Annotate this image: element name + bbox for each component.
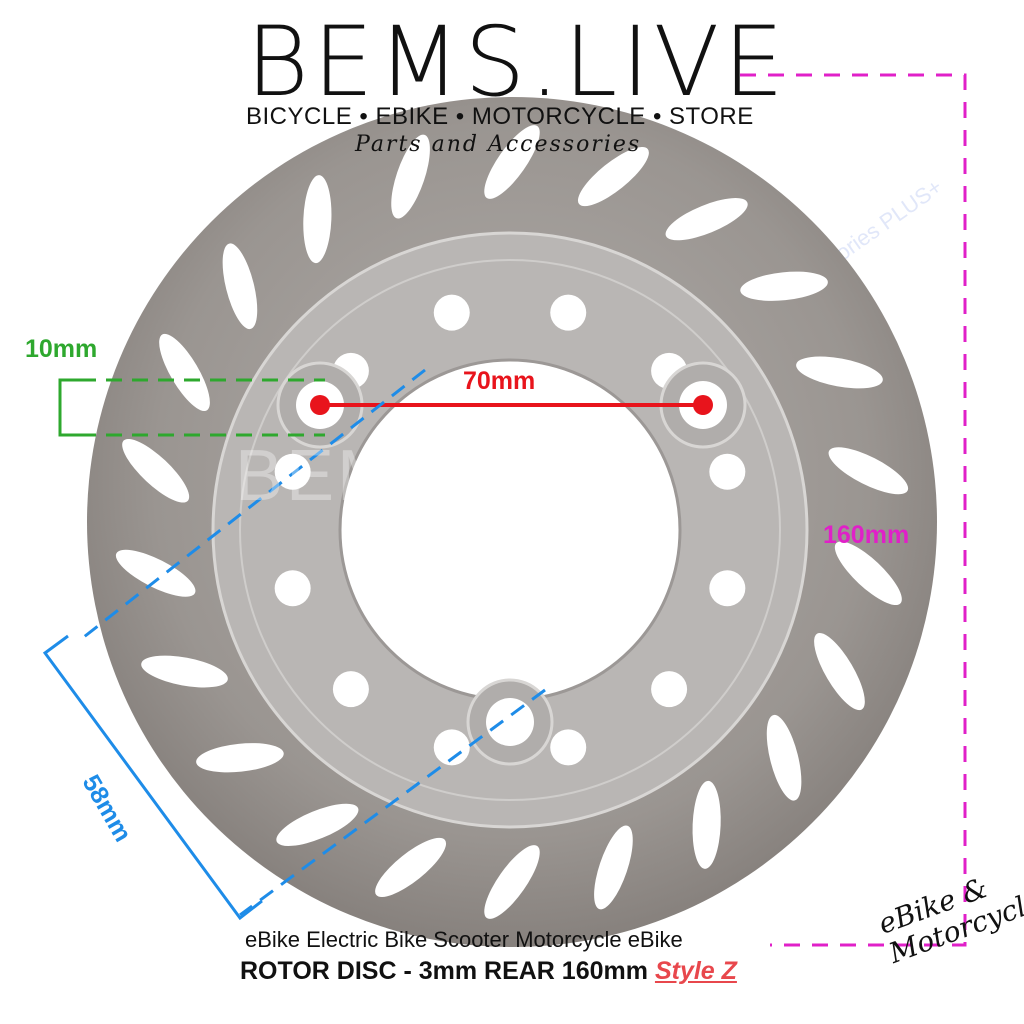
style-label: Style Z <box>654 957 737 985</box>
hub-hole <box>709 453 746 490</box>
rotor-slot <box>692 780 721 869</box>
hub-bracket <box>42 634 263 921</box>
hub-hole <box>550 294 587 331</box>
rotor-slot <box>222 243 258 330</box>
rotor-slot <box>375 837 447 897</box>
rotor-slot <box>159 333 210 412</box>
brand-tagline: BICYCLE • EBIKE • MOTORCYCLE • STORE <box>246 103 754 130</box>
rotor-slot <box>484 125 540 199</box>
hub-hole <box>433 729 470 766</box>
hub-hole <box>433 294 470 331</box>
diameter-dimension-line <box>740 73 967 947</box>
rotor-slot <box>828 447 909 495</box>
hub-inner-ring <box>239 259 781 801</box>
hub-hole <box>709 570 746 607</box>
brand-script: Parts and Accessories <box>355 132 642 157</box>
rotor-slot <box>391 134 430 219</box>
rotor-slot <box>834 541 902 606</box>
caption-line2: ROTOR DISC - 3mm REAR 160mm Style Z <box>240 957 737 986</box>
hub-dashed-lines <box>79 368 546 917</box>
rotor-slot <box>122 438 190 503</box>
caption-title: ROTOR DISC - 3mm REAR 160mm <box>240 957 648 985</box>
rotor-slot <box>276 803 359 846</box>
rotor-slot <box>484 845 540 919</box>
bolt-dot <box>693 395 713 415</box>
mount-hole <box>486 698 534 746</box>
rotor-slot <box>594 825 633 910</box>
rotor-slot <box>766 714 802 801</box>
caption-line1: eBike Electric Bike Scooter Motorcycle e… <box>245 927 683 952</box>
rotor-slot <box>740 271 828 301</box>
hub-hole <box>274 570 311 607</box>
slot-dashed-lines <box>80 378 325 437</box>
rotor-slot <box>577 147 649 207</box>
hub-hole <box>332 671 369 708</box>
rotor-slot <box>796 356 883 389</box>
center-bore <box>338 358 682 702</box>
diameter-label: 160mm <box>823 521 910 549</box>
rotor-slot <box>141 655 228 688</box>
rotor-slot <box>814 632 865 711</box>
hub-hole <box>550 729 587 766</box>
ghost-logo: BEMS.LIVE <box>235 436 643 516</box>
bolt-spacing-label: 70mm <box>463 367 536 395</box>
rotor-slot <box>196 743 284 773</box>
rotor-slots <box>115 125 909 919</box>
slot-width-label: 10mm <box>25 335 98 363</box>
brand-logo: BEMS.LIVE <box>246 6 788 118</box>
bolt-dot <box>310 395 330 415</box>
rotor-slot <box>303 175 332 264</box>
hub-hole <box>651 671 688 708</box>
rotor-slot <box>115 549 196 597</box>
slot-bracket <box>58 378 80 437</box>
rotor-slot <box>665 198 748 241</box>
